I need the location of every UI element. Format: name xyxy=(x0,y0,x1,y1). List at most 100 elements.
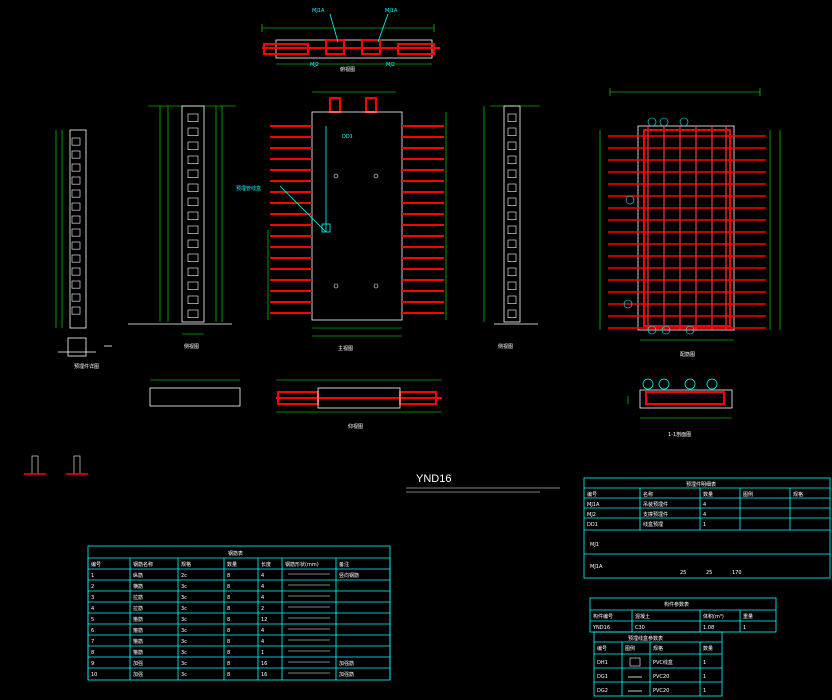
tie-rung xyxy=(507,225,517,234)
rebar-table-cell: 6 xyxy=(91,628,94,634)
tie-rung xyxy=(187,127,199,136)
rebar-callout-bubble xyxy=(685,325,695,335)
tie-rung xyxy=(507,281,517,290)
rebar-table-cell: 10 xyxy=(91,672,97,678)
rebar-view: 配筋图 xyxy=(599,88,781,358)
tie-rung xyxy=(507,113,517,122)
rebar-table-cell: 4 xyxy=(261,584,264,590)
rebar-table-cell: 4 xyxy=(261,639,264,645)
rebar-table-cell: 4 xyxy=(261,595,264,601)
rebar-table-cell: 3c xyxy=(181,639,187,645)
embed-table-cell: 4 xyxy=(703,512,706,518)
rebar-table-header: 钢筋形状(mm) xyxy=(285,561,319,568)
tie-rung xyxy=(507,155,517,164)
tie-rung xyxy=(187,169,199,178)
tie-rung xyxy=(507,183,517,192)
pipes-table-title: 预埋线盒参数表 xyxy=(628,635,663,642)
pipes-table-cell: PVC20 xyxy=(653,688,669,694)
tie-rung xyxy=(507,169,517,178)
tie-rung xyxy=(71,150,81,159)
tie-rung xyxy=(71,137,81,146)
callout-mj2b: MJ2 xyxy=(386,62,395,68)
tie-rung xyxy=(71,280,81,289)
rebar-table-cell: 8 xyxy=(227,617,230,623)
pipes-table-header: 数量 xyxy=(703,645,713,652)
rebar-table-cell: 4 xyxy=(91,606,94,612)
rebar-table-cell: 3c xyxy=(181,595,187,601)
rebar-table-cell: 8 xyxy=(227,573,230,579)
component-table-cell: C30 xyxy=(635,625,645,631)
pipes-table-cell: 1 xyxy=(703,674,706,680)
rebar-table-header: 规格 xyxy=(181,561,191,568)
pipes-table-cell: DG1 xyxy=(597,674,608,680)
rebar-table-cell: 16 xyxy=(261,672,267,678)
rebar-table-cell: 7 xyxy=(91,639,94,645)
rebar-table-cell: 4 xyxy=(261,628,264,634)
rebar-table-cell: 16 xyxy=(261,661,267,667)
component-table-header: 构件编号 xyxy=(593,613,613,620)
label-bottom: 仰视图 xyxy=(348,423,363,430)
rebar-table-cell: 8 xyxy=(91,650,94,656)
rebar-table-cell: 拉筋 xyxy=(133,594,143,601)
embed-sub-label: MJ1A xyxy=(590,564,603,570)
top-plan-view: MJ1A MJ1A MJ2 MJ2 俯视图 xyxy=(261,8,440,73)
legend-box-symbol xyxy=(629,657,641,667)
rebar-table-cell: 2c xyxy=(181,573,187,579)
rebar-table-header: 长度 xyxy=(261,561,271,568)
rebar-table-cell: 9 xyxy=(91,661,94,667)
rebar-table-cell: 加强筋 xyxy=(339,660,354,667)
rebar-table-cell: 3c xyxy=(181,584,187,590)
rebar-table-cell: 加强 xyxy=(133,671,143,678)
embed-table-cell: 线盒预埋 xyxy=(643,521,663,528)
rebar-table-cell: 4 xyxy=(261,573,264,579)
tie-rung xyxy=(187,309,199,318)
tie-rung xyxy=(187,211,199,220)
rebar-table-cell: 3c xyxy=(181,661,187,667)
callout-mj14a: MJ1A xyxy=(312,8,325,14)
embed-table-header: 规格 xyxy=(793,491,803,498)
right-side-view: 侧视图 xyxy=(483,105,540,350)
component-table-header: 体积(m³) xyxy=(703,613,724,620)
label-section: 1-1剖面图 xyxy=(668,431,691,438)
pipes-table-cell: 1 xyxy=(703,688,706,694)
callout-mj2a: MJ2 xyxy=(310,62,319,68)
rebar-table-cell: 8 xyxy=(227,606,230,612)
rebar-table-header: 编号 xyxy=(91,561,101,568)
rebar-table-cell: 3c xyxy=(181,606,187,612)
pipes-table-header: 规格 xyxy=(653,645,663,652)
embed-table-cell: 支撑预埋件 xyxy=(643,511,668,518)
tie-rung xyxy=(187,113,199,122)
label-left-detail: 预埋件详图 xyxy=(74,363,99,370)
embed-table-header: 图例 xyxy=(743,491,753,498)
left-side-view: 侧视图 xyxy=(128,105,236,350)
rebar-table-header: 钢筋名称 xyxy=(133,561,153,568)
pipes-table-cell: DH1 xyxy=(597,660,608,666)
rebar-table-cell: 纵筋 xyxy=(133,572,143,579)
callout-mj14b: MJ1A xyxy=(385,8,398,14)
tie-rung xyxy=(71,176,81,185)
embed-table-header: 数量 xyxy=(703,491,713,498)
component-table-cell: 1 xyxy=(743,625,746,631)
rebar-table-cell: 1 xyxy=(91,573,94,579)
rebar-table-cell: 8 xyxy=(227,672,230,678)
embed-table-cell: MJ1A xyxy=(587,502,600,508)
tie-rung xyxy=(71,163,81,172)
rebar-table-header: 数量 xyxy=(227,561,237,568)
embed-table-cell: MJ2 xyxy=(587,512,596,518)
rebar-table-cell: 3c xyxy=(181,672,187,678)
pipes-table-cell: PVC线盒 xyxy=(653,659,673,666)
tie-rung xyxy=(187,295,199,304)
tie-rung xyxy=(187,155,199,164)
component-table-header: 混凝土 xyxy=(635,613,650,620)
component-table-cell: YND16 xyxy=(592,625,610,631)
tie-rung xyxy=(71,228,81,237)
rebar-table-cell: 2 xyxy=(261,606,264,612)
tie-rung xyxy=(187,183,199,192)
tie-rung xyxy=(507,239,517,248)
rebar-table-cell: 3 xyxy=(91,595,94,601)
tie-rung xyxy=(187,225,199,234)
